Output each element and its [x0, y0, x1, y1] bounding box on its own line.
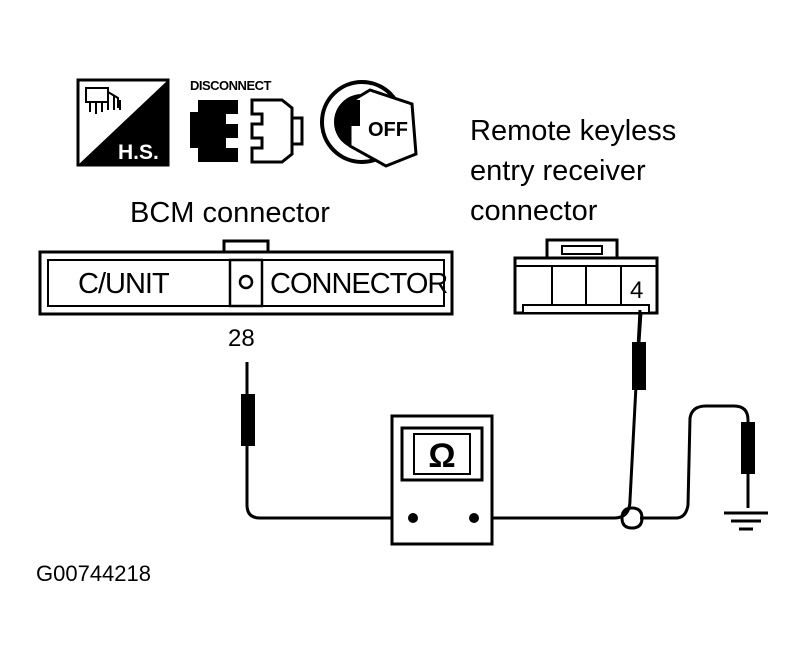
receiver-probe: [632, 342, 646, 390]
bcm-cunit-label: C/UNIT: [78, 268, 170, 300]
receiver-pin-number: 4: [630, 277, 643, 304]
receiver-title-line2: entry receiver: [470, 155, 646, 187]
figure-id: G00744218: [36, 561, 151, 586]
bcm-connector: C/UNIT CONNECTOR: [38, 239, 454, 316]
ground-symbol-icon: [724, 511, 768, 531]
disconnect-icon: DISCONNECT: [190, 78, 304, 164]
ohmmeter-terminal-left: [408, 513, 418, 523]
bcm-pin-number: 28: [228, 325, 255, 352]
ohmmeter: Ω: [390, 414, 494, 546]
receiver-connector: [513, 238, 659, 315]
hs-icon-text: H.S.: [118, 141, 159, 164]
harness-service-icon: H.S.: [76, 78, 170, 167]
bcm-connector-label: CONNECTOR: [270, 268, 447, 300]
receiver-title-line3: connector: [470, 195, 598, 227]
ohmmeter-terminal-right: [469, 513, 479, 523]
bcm-connector-title: BCM connector: [130, 197, 330, 229]
bcm-probe: [241, 394, 255, 446]
ground-probe: [741, 422, 755, 474]
ohm-symbol-icon: Ω: [428, 437, 455, 475]
receiver-title-line1: Remote keyless: [470, 115, 676, 147]
connector-sketch-icon: [85, 87, 121, 114]
test-lead-wires: [245, 309, 750, 530]
disconnect-label: DISCONNECT: [190, 78, 272, 93]
ignition-off-label: OFF: [368, 119, 408, 141]
ignition-off-icon: OFF: [320, 80, 418, 168]
